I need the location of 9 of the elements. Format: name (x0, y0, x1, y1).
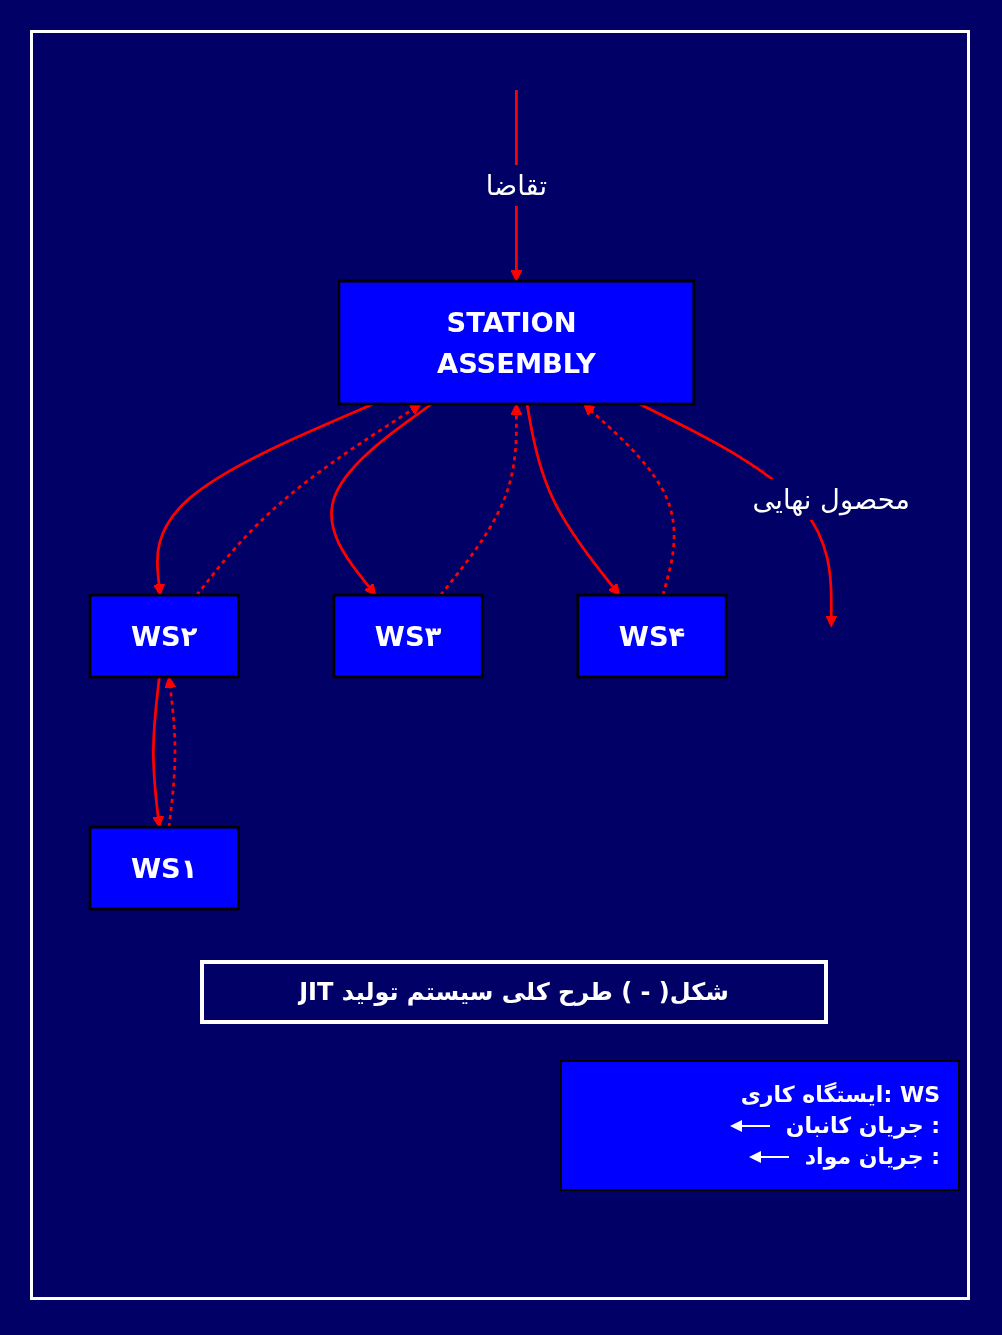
legend-text: WS :ایستگاه کاری (740, 1082, 940, 1107)
legend-text: : جریان مواد (804, 1144, 940, 1169)
station-box: WS۱ (88, 825, 240, 911)
station-box: WS۳ (332, 593, 484, 679)
station-box: STATION ASSEMBLY (337, 279, 696, 406)
station-box: WS۲ (88, 593, 240, 679)
caption: شکل( - ) طرح کلی سیستم تولید JIT (200, 960, 828, 1024)
station-box: WS۴ (576, 593, 728, 679)
legend-text: : جریان کانبان (785, 1113, 940, 1138)
